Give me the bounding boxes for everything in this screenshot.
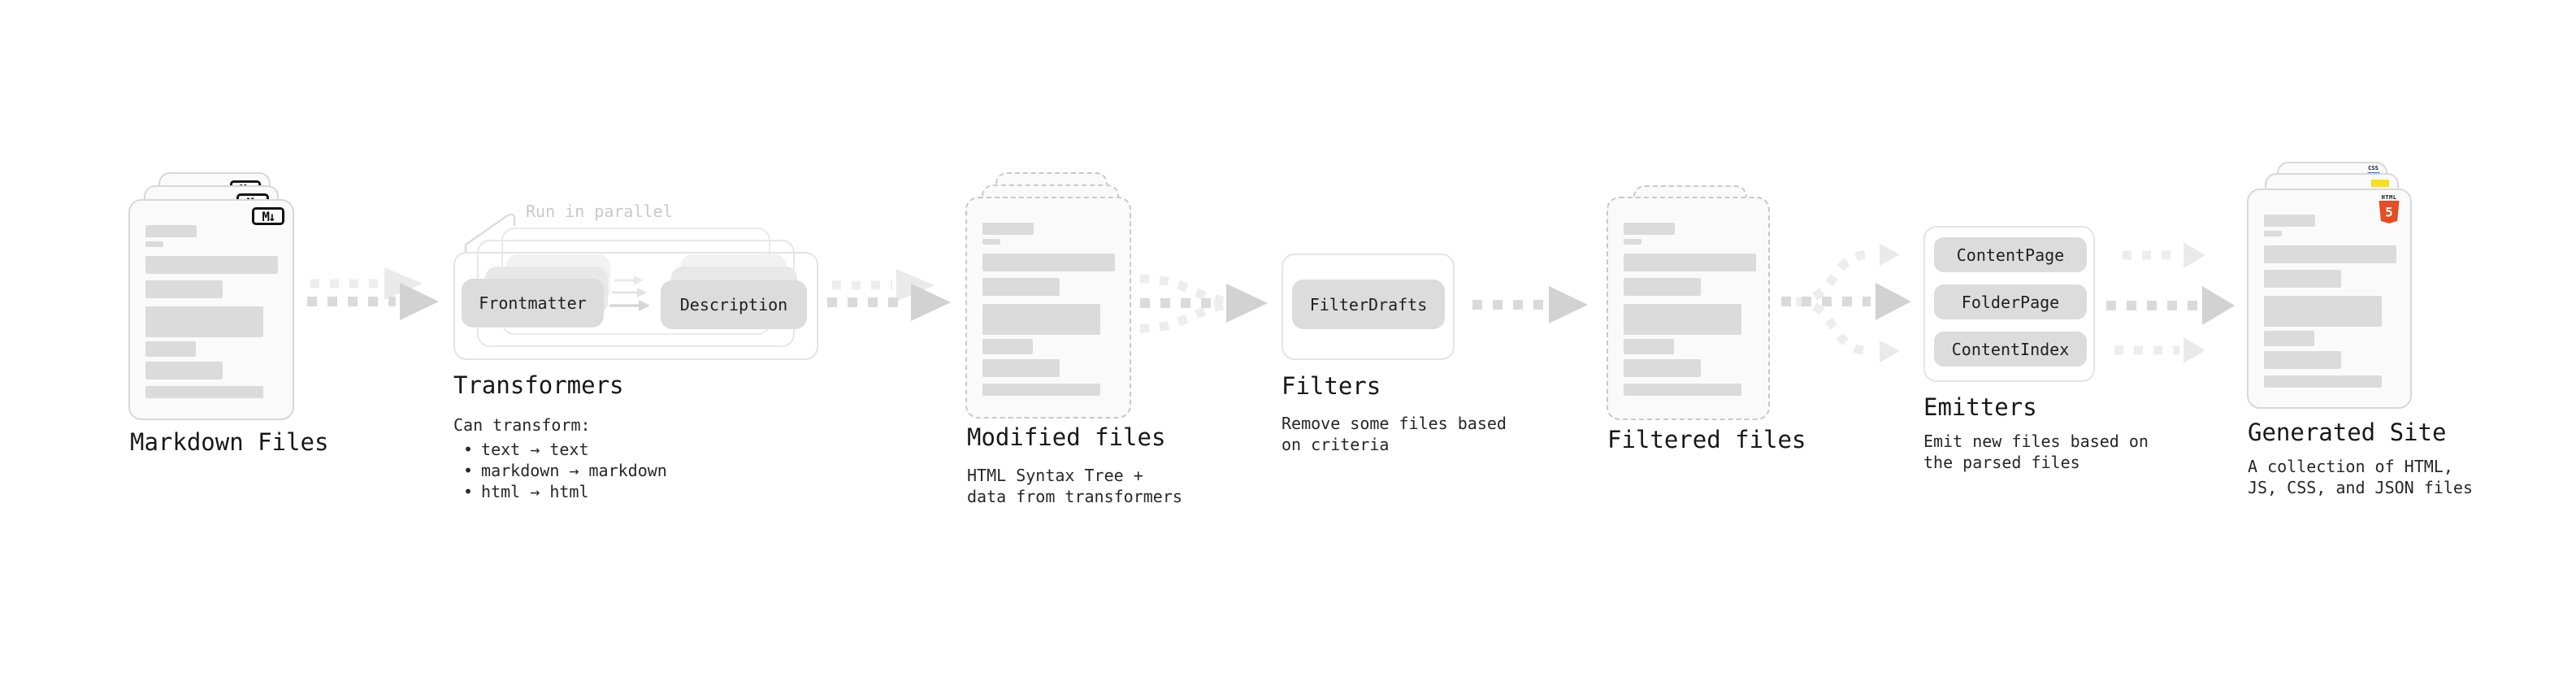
stage-title-filters: Filters — [1281, 372, 1381, 400]
bullet-item: •markdown → markdown — [463, 461, 667, 480]
modified-file-card — [965, 197, 1131, 419]
placeholder-bar — [1624, 278, 1701, 296]
placeholder-bar — [2264, 351, 2341, 369]
transformers-desc: Can transform: — [453, 415, 591, 435]
placeholder-bar — [145, 241, 163, 247]
html5-icon: HTML 5 — [2379, 194, 2400, 227]
stage-title-generated: Generated Site — [2248, 419, 2447, 446]
placeholder-bar — [2264, 375, 2382, 388]
js-icon — [2371, 180, 2389, 187]
emitter-pill-contentpage: ContentPage — [1934, 237, 2087, 272]
run-in-parallel-label: Run in parallel — [526, 202, 673, 221]
placeholder-bar — [982, 254, 1115, 271]
generated-subtitle: A collection of HTML, JS, CSS, and JSON … — [2248, 457, 2473, 497]
arrows-emitters-to-generated — [2106, 242, 2235, 363]
placeholder-bar — [1624, 359, 1701, 377]
stage-title-transformers: Transformers — [453, 371, 624, 399]
generated-site-card: HTML 5 — [2247, 189, 2412, 409]
placeholder-bar — [2264, 270, 2341, 288]
stage-title-emitters: Emitters — [1923, 393, 2037, 421]
placeholder-bar — [2264, 231, 2282, 236]
arrow-transformers-to-modified — [827, 269, 951, 321]
placeholder-bar — [982, 384, 1100, 396]
placeholder-bar — [145, 341, 196, 357]
markdown-icon: M↓ — [252, 207, 284, 225]
placeholder-bar — [1624, 304, 1741, 335]
placeholder-bar — [982, 339, 1033, 354]
emitter-pill-contentindex: ContentIndex — [1934, 332, 2087, 367]
placeholder-bar — [145, 225, 197, 237]
placeholder-bar — [982, 239, 1000, 245]
placeholder-bar — [2264, 296, 2382, 327]
arrow-filters-to-filtered — [1472, 286, 1588, 323]
placeholder-bar — [2264, 331, 2314, 346]
transformer-pill-description: Description — [661, 280, 807, 329]
placeholder-bar — [982, 304, 1100, 335]
file-content-placeholder — [2249, 190, 2410, 407]
emitters-subtitle: Emit new files based on the parsed files — [1923, 432, 2149, 472]
stage-title-modified: Modified files — [967, 423, 1166, 451]
placeholder-bar — [982, 223, 1034, 235]
file-content-placeholder — [967, 198, 1130, 417]
markdown-file-card: M↓ — [128, 199, 294, 420]
bullet-item: •html → html — [463, 482, 589, 501]
emitter-pill-folderpage: FolderPage — [1934, 284, 2087, 319]
html5-shield: 5 — [2379, 201, 2400, 223]
arrow-modified-to-filters — [1139, 274, 1268, 333]
file-content-placeholder — [130, 201, 293, 419]
transform-bullet-list: •text → text •markdown → markdown •html … — [463, 439, 667, 502]
placeholder-bar — [1624, 239, 1641, 245]
placeholder-bar — [145, 280, 223, 298]
placeholder-bar — [1624, 223, 1675, 235]
transformer-box-front — [453, 252, 818, 360]
placeholder-bar — [145, 306, 263, 337]
placeholder-bar — [1624, 384, 1741, 396]
filter-pill-filterdrafts: FilterDrafts — [1292, 280, 1445, 329]
placeholder-bar — [982, 278, 1060, 296]
placeholder-bar — [145, 386, 263, 398]
filtered-file-card — [1607, 197, 1770, 420]
placeholder-bar — [2264, 215, 2315, 227]
placeholder-bar — [2264, 245, 2396, 263]
stage-title-filtered: Filtered files — [1607, 426, 1806, 453]
arrow-markdown-to-transformers — [307, 267, 439, 320]
placeholder-bar — [982, 359, 1060, 377]
transformer-pill-frontmatter: Frontmatter — [462, 279, 604, 327]
filters-subtitle: Remove some files based on criteria — [1281, 414, 1507, 454]
placeholder-bar — [145, 256, 278, 274]
arrow-filtered-to-emitters — [1781, 244, 1911, 362]
svg-text:5: 5 — [2385, 206, 2392, 220]
placeholder-bar — [1624, 254, 1756, 271]
file-content-placeholder — [1608, 198, 1768, 419]
bullet-item: •text → text — [463, 440, 589, 459]
placeholder-bar — [1624, 339, 1674, 354]
modified-subtitle: HTML Syntax Tree + data from transformer… — [967, 466, 1182, 506]
stage-title-markdown: Markdown Files — [130, 428, 329, 456]
placeholder-bar — [145, 362, 223, 380]
